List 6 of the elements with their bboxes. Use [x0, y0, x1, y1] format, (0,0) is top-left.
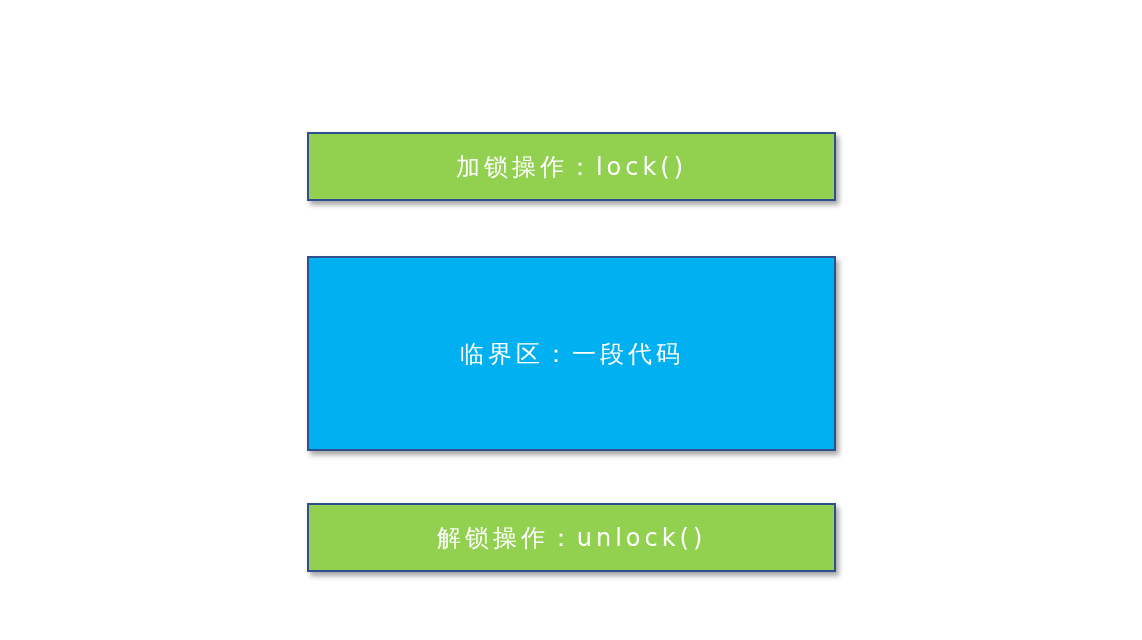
- process-box: [307, 132, 836, 201]
- process-box: [307, 256, 836, 451]
- box-label: 解锁操作：unlock(): [436, 522, 707, 554]
- process-box: [307, 503, 836, 572]
- box-label: 加锁操作：lock(): [455, 151, 688, 183]
- box-label: 临界区：一段代码: [459, 338, 684, 370]
